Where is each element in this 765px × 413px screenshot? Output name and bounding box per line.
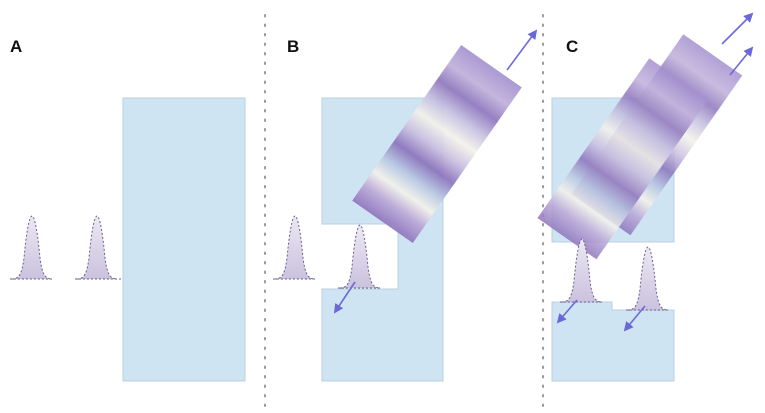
panel-b: B <box>273 29 538 382</box>
medium-block-a <box>122 97 246 382</box>
panel-label-b: B <box>287 37 299 56</box>
emission-arrow-up-c1 <box>729 46 754 76</box>
emission-arrow-down-c1 <box>556 299 578 324</box>
transmitted-pulse-c2 <box>627 246 669 311</box>
emitted-wave-band-c2 <box>537 58 709 260</box>
medium-block-c-lower <box>551 301 675 382</box>
incident-pulse-b <box>274 215 316 280</box>
panel-label-a: A <box>10 37 22 56</box>
emission-arrow-down-c2 <box>623 305 646 332</box>
panel-label-c: C <box>566 37 578 56</box>
emitted-wave-band-b <box>352 44 522 244</box>
emission-arrow-up-b <box>506 29 538 71</box>
emission-arrow-down-b <box>333 281 356 314</box>
incident-pulse-a2 <box>76 215 118 280</box>
panel-a: A <box>10 37 246 382</box>
transmitted-pulse-b <box>339 224 381 289</box>
transmitted-pulse-c1 <box>561 238 603 303</box>
emission-arrow-up-c2 <box>721 12 754 45</box>
incident-pulse-a1 <box>11 215 53 280</box>
panel-c: C <box>537 12 754 382</box>
